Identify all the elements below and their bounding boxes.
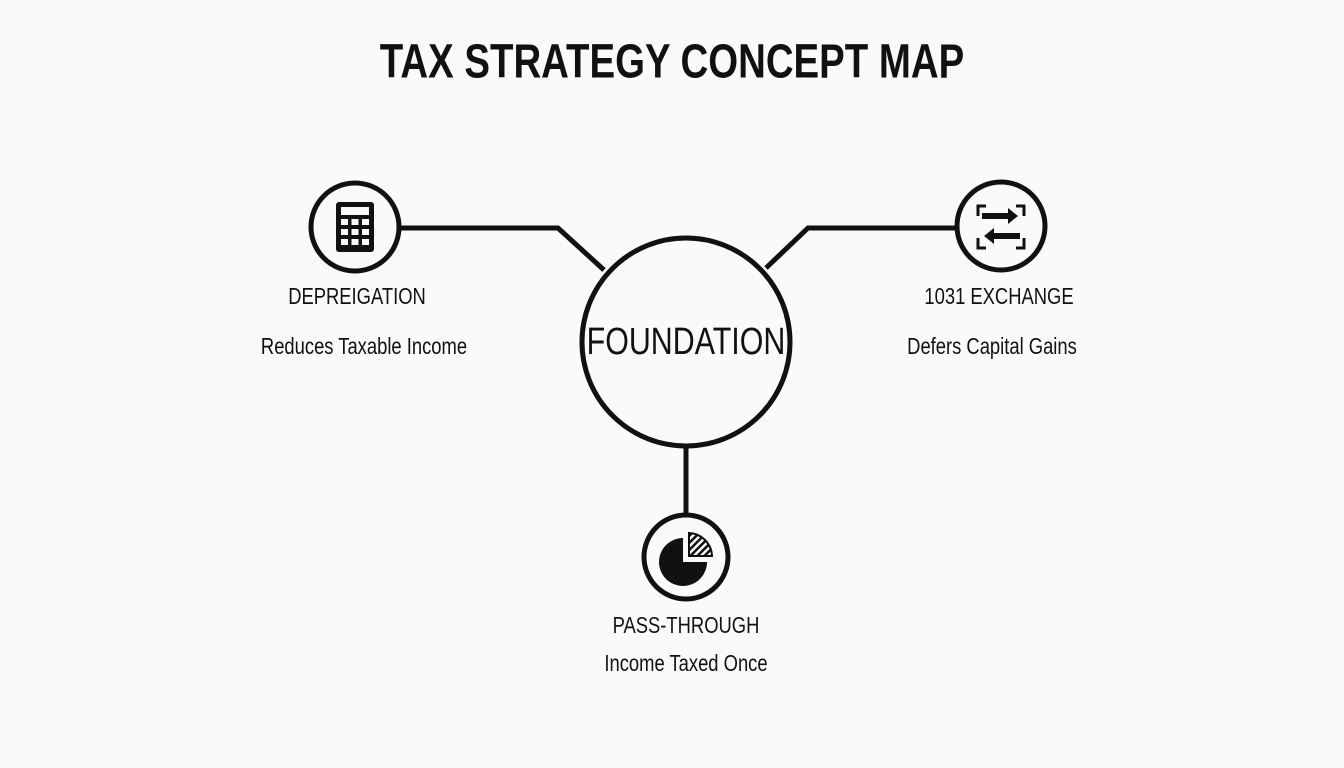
node-1031-exchange: 1031 EXCHANGE Defers Capital Gains: [907, 179, 1077, 360]
node-description: Defers Capital Gains: [907, 334, 1077, 359]
node-label: 1031 EXCHANGE: [924, 284, 1073, 309]
exchange-arrows-icon: [976, 204, 1026, 250]
center-label: FOUNDATION: [587, 321, 786, 363]
connector-depreciation: [400, 225, 606, 272]
node-label: DEPREIGATION: [288, 284, 426, 309]
connector-1031-exchange: [764, 225, 956, 270]
center-node: FOUNDATION: [579, 235, 793, 449]
node-label: PASS-THROUGH: [613, 613, 760, 638]
node-depreciation: DEPREIGATION Reduces Taxable Income: [261, 180, 467, 360]
calculator-icon: [336, 202, 374, 252]
page-title: TAX STRATEGY CONCEPT MAP: [380, 35, 964, 88]
node-description: Income Taxed Once: [604, 651, 767, 676]
node-description: Reduces Taxable Income: [261, 334, 467, 359]
node-pass-through: PASS-THROUGH Income Taxed Once: [604, 512, 768, 677]
pie-chart-icon: [659, 531, 714, 586]
